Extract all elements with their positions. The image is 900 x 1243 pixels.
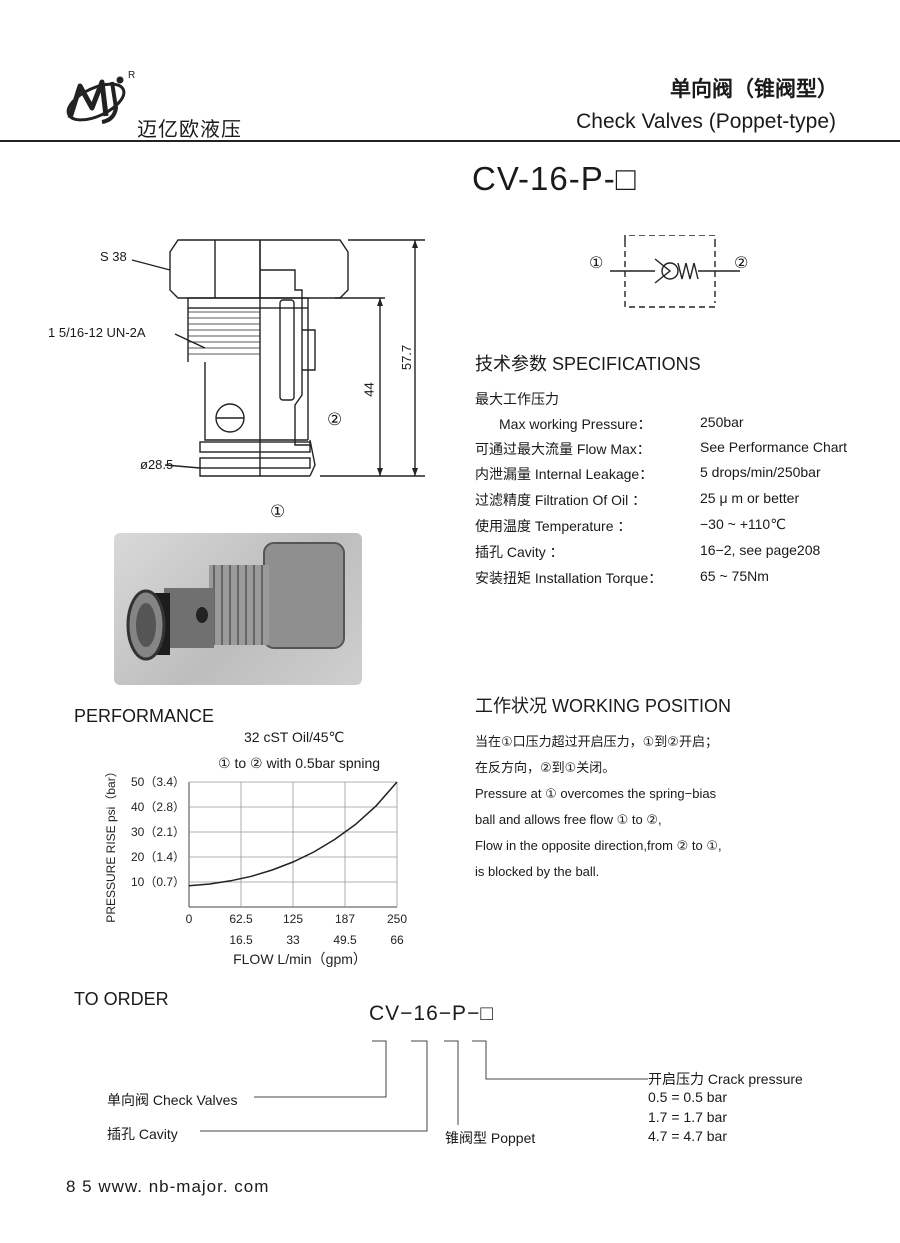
thread-label: 1 5/16-12 UN-2A xyxy=(48,325,146,340)
order-leader-lines xyxy=(200,1040,648,1132)
order-crack-option: 1.7 = 1.7 bar xyxy=(648,1109,728,1125)
chart-x-tick-label: 250 xyxy=(387,912,407,926)
header-divider xyxy=(0,140,900,142)
spec-value: 16−2, see page208 xyxy=(700,542,821,558)
spec-value: 25 μ m or better xyxy=(700,490,800,506)
registered-mark: R xyxy=(128,70,136,81)
working-position-line: ball and allows free flow ① to ②, xyxy=(475,812,662,827)
working-position-line: 在反方向，②到①关闭。 xyxy=(475,760,616,775)
chart-x-tick-label: 125 xyxy=(283,912,303,926)
chart-x-tick-label: 187 xyxy=(335,912,355,926)
cross-section-drawing xyxy=(131,239,425,477)
spec-key: 使用温度 Temperature ： xyxy=(475,518,632,534)
chart-y-tick-label: 40（2.8） xyxy=(131,800,185,814)
working-position-line: 当在①口压力超过开启压力，①到②开启； xyxy=(475,734,718,749)
product-photo xyxy=(114,533,362,685)
performance-title: PERFORMANCE xyxy=(74,706,215,726)
chart-y-tick-label: 20（1.4） xyxy=(131,850,185,864)
chart-x-tick-label-secondary: 16.5 xyxy=(229,933,253,947)
chart-x-tick-label-secondary: 66 xyxy=(390,933,404,947)
order-cavity: 插孔 Cavity xyxy=(107,1126,178,1142)
footer: 8 5 www. nb-major. com xyxy=(66,1177,269,1197)
chart-y-label: PRESSURE RISE psi（bar） xyxy=(104,770,118,923)
spec-value: −30 ~ +110℃ xyxy=(700,516,786,532)
chart-x-tick-label: 0 xyxy=(186,912,193,926)
spec-key: 安装扭矩 Installation Torque： xyxy=(475,570,663,586)
performance-subtitle-2: ① to ② with 0.5bar spning xyxy=(218,755,381,771)
page-title-en: Check Valves (Poppet-type) xyxy=(576,110,836,133)
chart-x-label: FLOW L/min（gpm） xyxy=(233,951,367,967)
order-crack-option: 4.7 = 4.7 bar xyxy=(648,1128,728,1144)
order-code: CV−16−P−□ xyxy=(369,1002,495,1025)
drawing-port-2: ② xyxy=(327,410,343,429)
symbol-port-2: ② xyxy=(734,255,749,272)
spec-key: 内泄漏量 Internal Leakage： xyxy=(475,466,654,482)
to-order-title: TO ORDER xyxy=(74,989,169,1009)
page-number: 8 5 xyxy=(66,1177,93,1196)
company-logo xyxy=(66,76,126,124)
spec-header-cn: 最大工作压力 xyxy=(475,391,559,407)
spec-row: 安装扭矩 Installation Torque： 65 ~ 75Nm xyxy=(475,568,875,590)
spec-value: 5 drops/min/250bar xyxy=(700,464,821,480)
spec-value: 65 ~ 75Nm xyxy=(700,568,769,584)
hex-size-label: S 38 xyxy=(100,249,127,264)
specifications-title: 技术参数 SPECIFICATIONS xyxy=(475,354,701,374)
chart-y-ticks: 10（0.7） 20（1.4） 30（2.1） 40（2.8） 50（3.4） xyxy=(131,775,185,889)
spec-row: 插孔 Cavity ： 16−2, see page208 xyxy=(475,542,875,564)
spec-key: 可通过最大流量 Flow Max： xyxy=(475,441,651,457)
check-valve-symbol xyxy=(610,235,740,308)
spec-row: 使用温度 Temperature ： −30 ~ +110℃ xyxy=(475,516,875,538)
dim-body-label: 44 xyxy=(361,382,377,397)
spec-row: 过滤精度 Filtration Of Oil ： 25 μ m or bette… xyxy=(475,490,875,512)
order-poppet: 锥阀型 Poppet xyxy=(445,1130,536,1146)
chart-y-tick-label: 50（3.4） xyxy=(131,775,185,789)
working-position-text: 当在①口压力超过开启压力，①到②开启； 在反方向，②到①关闭。 Pressure… xyxy=(475,729,722,885)
spec-value: See Performance Chart xyxy=(700,439,848,455)
symbol-port-1: ① xyxy=(589,255,604,272)
chart-x-tick-label: 62.5 xyxy=(229,912,253,926)
chart-x-tick-label-secondary: 33 xyxy=(286,933,300,947)
website-link[interactable]: www. nb-major. com xyxy=(98,1177,270,1196)
drawing-port-1: ① xyxy=(270,502,286,521)
order-crack-title: 开启压力 Crack pressure xyxy=(648,1071,803,1087)
chart-grid xyxy=(188,781,398,908)
chart-x-tick-label-secondary: 49.5 xyxy=(333,933,357,947)
spec-row: 内泄漏量 Internal Leakage： 5 drops/min/250ba… xyxy=(475,464,875,486)
working-position-line: Pressure at ① overcomes the spring−bias xyxy=(475,786,717,801)
chart-series-line xyxy=(188,781,398,887)
spec-key: 插孔 Cavity ： xyxy=(475,544,564,560)
order-check-valves: 单向阀 Check Valves xyxy=(107,1092,238,1108)
order-crack-option: 0.5 = 0.5 bar xyxy=(648,1089,728,1105)
working-position-title: 工作状况 WORKING POSITION xyxy=(475,696,732,716)
page-title-cn: 单向阀（锥阀型） xyxy=(670,78,838,101)
company-name: 迈亿欧液压 xyxy=(137,119,242,141)
spec-row: 可通过最大流量 Flow Max： See Performance Chart xyxy=(475,439,875,461)
working-position-line: Flow in the opposite direction,from ② to… xyxy=(475,838,722,853)
working-position-line: is blocked by the ball. xyxy=(475,864,600,879)
chart-y-tick-label: 30（2.1） xyxy=(131,825,185,839)
spec-key: Max working Pressure： xyxy=(499,416,652,432)
chart-x-ticks: 0 62.5 125 187 250 16.5 33 49.5 66 xyxy=(186,912,408,947)
dim-total-label: 57.7 xyxy=(399,344,415,371)
performance-chart: 10（0.7） 20（1.4） 30（2.1） 40（2.8） 50（3.4） 0 62.… xyxy=(104,770,408,967)
diameter-label: ø28.5 xyxy=(140,457,174,472)
spec-key: 过滤精度 Filtration Of Oil ： xyxy=(475,492,647,508)
model-number: CV-16-P-□ xyxy=(472,160,637,197)
chart-y-tick-label: 10（0.7） xyxy=(131,875,185,889)
spec-row: Max working Pressure： 250bar xyxy=(475,414,875,436)
spec-value: 250bar xyxy=(700,414,744,430)
performance-subtitle-1: 32 cST Oil/45℃ xyxy=(244,729,345,745)
